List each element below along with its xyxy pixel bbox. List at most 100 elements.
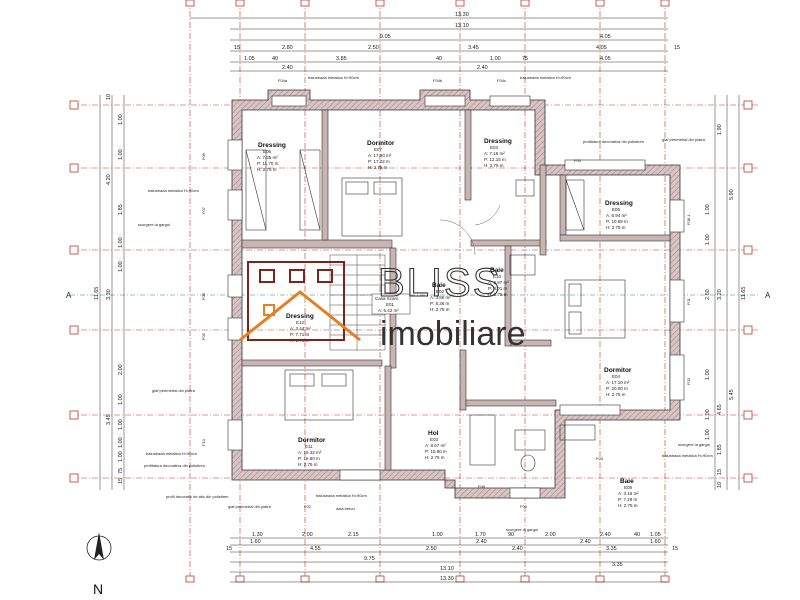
dim-label: 15 <box>672 546 678 552</box>
axis-marker-left: A <box>66 291 72 300</box>
room-height: H: 2.75 m <box>257 167 277 172</box>
note: glaf perimetral din piatra <box>662 137 706 142</box>
room-perimeter: P: 10.69 m <box>606 219 628 224</box>
note: balustrada metalica H=90cm <box>146 451 197 456</box>
dim-label: 15 <box>717 469 723 475</box>
window-tags: F04a F04b F04c F06 F07 F08 F09 F10 F02 F… <box>201 78 691 509</box>
room-height: H: 2.75 m <box>368 165 388 170</box>
room-height: H: 2.75 m <box>606 225 626 230</box>
dim-label: 4.05 <box>600 34 611 40</box>
room-perimeter: P: 15.90 m <box>425 449 447 454</box>
watermark-logo: BLISS imobiliare <box>239 260 526 353</box>
room-name: Dormitor <box>604 367 632 374</box>
dim-label: 2.00 <box>118 364 124 375</box>
dim-label: 40 <box>436 56 442 62</box>
room-perimeter: P: 8.01 m <box>488 286 508 291</box>
dim-label: 2.80 <box>282 45 293 51</box>
dim-label: 3.35 <box>606 546 617 552</box>
room-area: A: 17.10 m² <box>606 380 630 385</box>
windows <box>227 95 685 499</box>
note: balustrada metalica H=90cm <box>662 453 713 458</box>
dim-label: 1.60 <box>650 539 661 545</box>
window-tag: F03 <box>686 377 691 385</box>
dim-label: 75 <box>522 56 528 62</box>
top-dimension-labels: 13.30 13.10 9.05 4.05 15 2.80 2.50 3.45 … <box>234 12 680 71</box>
room-height: H: 2.75 m <box>298 462 318 467</box>
room-area: A: 17.60 m² <box>368 153 392 158</box>
room-dressing-e05: Dressing E05 A: 6.94 m² P: 10.69 m H: 2.… <box>605 200 633 230</box>
room-area: A: 7.16 m² <box>484 151 505 156</box>
dim-label: 1.00 <box>118 451 124 462</box>
bottom-dimensions <box>230 537 668 583</box>
room-dormitor-e04: Dormitor E04 A: 17.10 m² P: 20.00 m H: 2… <box>604 367 632 397</box>
window-tag: F08 <box>478 484 486 489</box>
dim-label: 3.85 <box>336 56 347 62</box>
note: glaf perimetral din piatra <box>152 388 196 393</box>
note: balustrada metalica H=90cm <box>316 493 367 498</box>
dim-label: 90 <box>508 532 514 538</box>
room-name: Baie <box>620 478 634 485</box>
logo-roof-icon <box>239 290 361 342</box>
dim-label: 2.40 <box>600 532 611 538</box>
note: balustrada metalica H=90cm <box>148 188 199 193</box>
dim-label: 1.00 <box>118 394 124 405</box>
dim-label: 15 <box>234 45 240 51</box>
dim-label: 10 <box>717 482 723 488</box>
room-hol-e03: Hol E03 A: 8.67 m² P: 15.90 m H: 2.75 m <box>425 430 447 460</box>
right-dimensions <box>714 95 740 490</box>
dim-label: 13.30 <box>440 576 454 582</box>
window-tag: F02 <box>304 504 312 509</box>
room-perimeter: P: 12.15 m <box>484 157 506 162</box>
dim-label: 3.45 <box>106 414 112 425</box>
dim-label: 13.30 <box>455 12 469 18</box>
dim-label: 1.00 <box>705 204 711 215</box>
dim-label: 15 <box>226 546 232 552</box>
dim-label: 3.45 <box>468 45 479 51</box>
dim-label: 1.60 <box>250 539 261 545</box>
dim-label: 10 <box>106 94 112 100</box>
bottom-dimension-labels: 1.30 2.00 2.15 1.00 1.70 90 2.00 2.40 40… <box>226 532 678 582</box>
dim-label: 1.00 <box>705 234 711 245</box>
dim-label: 3.20 <box>717 289 723 300</box>
room-perimeter: P: 7.71 m <box>290 332 310 337</box>
logo-frame-icon <box>247 261 345 341</box>
room-perimeter: P: 20.00 m <box>606 386 628 391</box>
room-code: E07 <box>374 147 383 152</box>
room-perimeter: P: 7.28 m <box>618 497 638 502</box>
dim-label: 3.35 <box>612 562 623 568</box>
room-height: H: 2.75 m <box>606 392 626 397</box>
note: scurgere la gargui <box>678 442 710 447</box>
room-perimeter: P: 16.60 m <box>298 456 320 461</box>
note: profilatura decorativa din polistiren <box>583 139 644 144</box>
room-height: H: 2.75 m <box>618 503 638 508</box>
dim-label: 1.00 <box>118 261 124 272</box>
window-tag: F06 <box>201 152 206 160</box>
dim-label: 15 <box>674 45 680 51</box>
dim-label: 11.65 <box>94 287 100 300</box>
dim-label: 4.05 <box>600 56 611 62</box>
dim-label: 75 <box>118 468 124 474</box>
bed-icon <box>564 279 626 339</box>
note: dala beton <box>336 506 355 511</box>
dim-label: 1.00 <box>432 532 443 538</box>
room-name: Baie <box>490 267 504 274</box>
room-area: A: 6.94 m² <box>606 213 627 218</box>
room-perimeter: P: 8.36 m <box>430 301 450 306</box>
window-tag: F10 <box>201 438 206 446</box>
dim-label: 1.00 <box>705 369 711 380</box>
note: scurgere la gargui <box>506 527 538 532</box>
axis-marker-right: A <box>765 291 771 300</box>
dim-label: 5.45 <box>729 389 735 400</box>
room-code: E11 <box>305 444 313 449</box>
watermark-line2: imobiliare <box>380 315 526 353</box>
dim-label: 2.50 <box>426 546 437 552</box>
dim-label: 4.20 <box>106 174 112 185</box>
dim-label: 1.00 <box>118 419 124 430</box>
dim-label: 9.05 <box>380 34 391 40</box>
room-baie-e10: Baie E10 A: 3.97 m² P: 8.01 m H: 2.75 m <box>488 267 509 297</box>
room-code: E03 <box>490 145 499 150</box>
dim-label: 2.50 <box>705 289 711 300</box>
dim-label: 1.05 <box>650 532 661 538</box>
window-tag: F04a <box>278 78 288 83</box>
